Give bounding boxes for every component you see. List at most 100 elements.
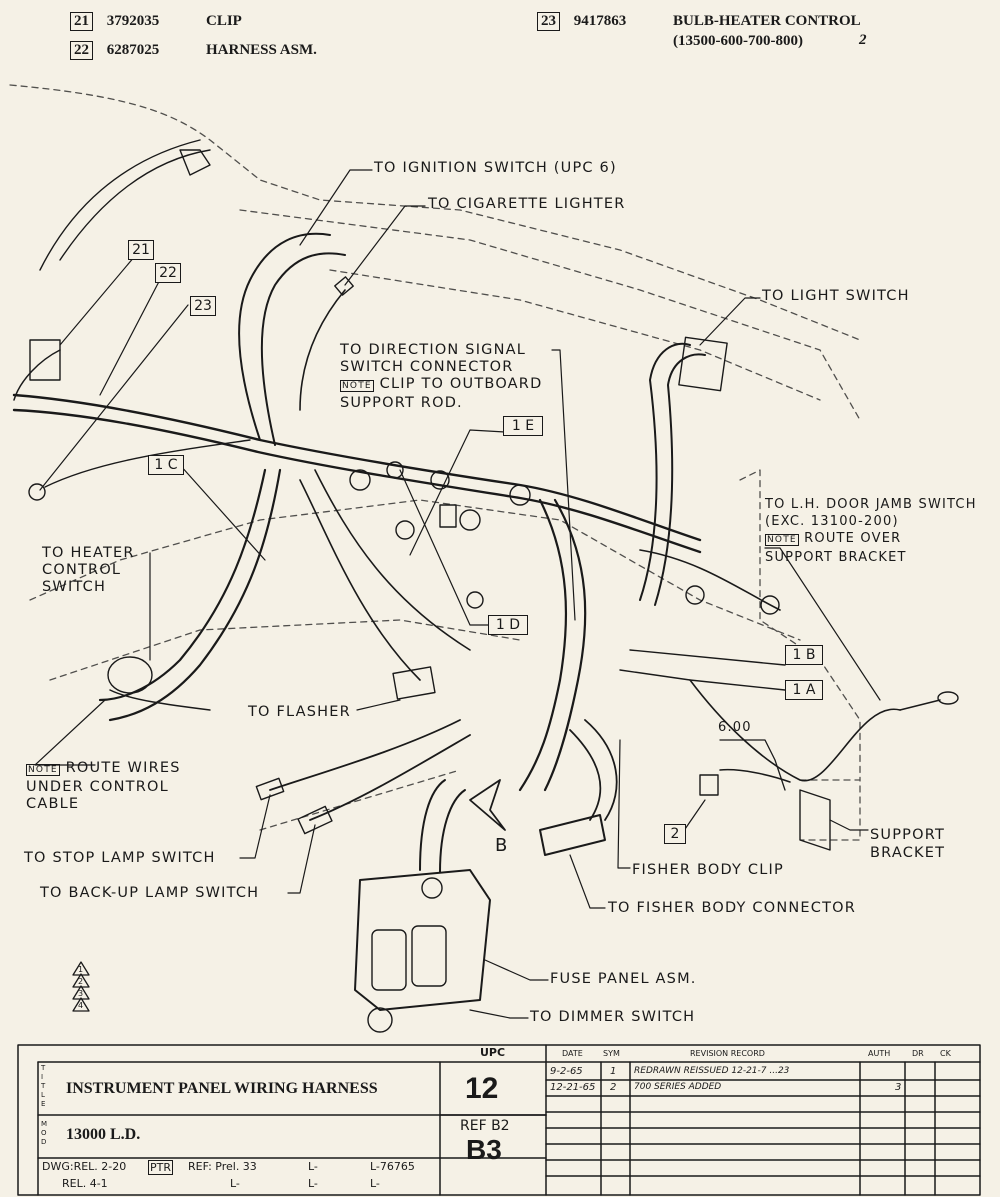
tb-l-1b: L-76765 [370,1160,415,1173]
tb-ref-1: REF: Prel. 33 [188,1160,257,1173]
part-number-box: 22 [70,41,93,60]
callout-1a: 1 A [785,680,823,700]
tb-l-1: L- [308,1160,318,1173]
part-number-box: 23 [537,12,560,31]
rev-row-1-date: 9-2-65 [550,1066,583,1077]
rev-row-2-record: 700 SERIES ADDED [634,1082,722,1092]
tb-model-side: MOD [41,1120,48,1146]
label-line: SWITCH CONNECTOR [340,359,514,375]
label-line: TO HEATER [42,545,135,561]
note-tag: NOTE [340,380,374,392]
label-line: TO L.H. DOOR JAMB SWITCH [765,497,977,512]
rev-row-2-date: 12-21-65 [550,1082,596,1093]
label-line: SUPPORT ROD. [340,395,463,411]
tb-upc: 12 [465,1072,499,1105]
title-block-frame [17,1044,981,1196]
callout-1d: 1 D [488,615,528,635]
rev-triangle-1: 1 [78,965,84,974]
part-rev: 2 [859,32,867,48]
label-route-wires: NOTE ROUTE WIRES UNDER CONTROL CABLE [26,760,181,813]
rev-header-record: REVISION RECORD [690,1049,765,1058]
label-backup-lamp: TO BACK-UP LAMP SWITCH [40,885,260,901]
revision-triangles: 1 2 3 4 [78,964,83,1012]
rev-triangle-2: 2 [78,977,84,986]
label-cigarette-lighter: TO CIGARETTE LIGHTER [428,196,626,212]
label-ignition-switch: TO IGNITION SWITCH (UPC 6) [374,160,617,176]
callout-2: 2 [664,824,686,844]
note-tag: NOTE [26,764,60,776]
rev-header-sym: SYM [603,1049,620,1058]
label-stop-lamp: TO STOP LAMP SWITCH [24,850,216,866]
label-line: BRACKET [870,845,946,861]
tb-title: INSTRUMENT PANEL WIRING HARNESS [66,1080,378,1097]
label-line: CABLE [26,796,80,812]
label-line: NOTE ROUTE OVER [765,530,977,549]
rev-header-date: DATE [562,1049,583,1058]
label-line: CONTROL [42,562,122,578]
part-partno: 9417863 [573,13,627,29]
note-tag: NOTE [765,534,799,546]
label-line: (EXC. 13100-200) [765,514,899,529]
dash-panel-outline [9,84,861,841]
tb-model: 13000 L.D. [66,1126,141,1143]
callout-23: 23 [190,296,216,316]
label-fisher-body-connector: TO FISHER BODY CONNECTOR [608,900,857,916]
rev-header-dr: DR [912,1049,924,1058]
tb-dwg-1b: PTR [148,1160,173,1175]
tb-l-2b: L- [308,1177,318,1190]
label-fuse-panel: FUSE PANEL ASM. [550,971,697,987]
part-note: (13500-600-700-800) [673,33,803,49]
part-name: BULB-HEATER CONTROL [673,13,861,29]
label-line: UNDER CONTROL [26,779,169,795]
label-line: SUPPORT [870,827,945,843]
part-partno: 6287025 [106,42,160,58]
rev-header-ck: CK [940,1049,951,1058]
tb-upc-header: UPC [480,1046,506,1059]
label-text: CLIP TO OUTBOARD [379,376,543,392]
label-light-switch: TO LIGHT SWITCH [762,288,910,304]
part-row-22: 22 6287025 HARNESS ASM. [70,41,317,60]
tb-l-2c: L- [370,1177,380,1190]
rev-row-1-sym: 1 [610,1066,617,1077]
label-view-b: B [495,835,509,856]
label-direction-signal: TO DIRECTION SIGNAL SWITCH CONNECTOR NOT… [340,342,542,412]
rev-header-auth: AUTH [868,1049,891,1058]
callout-1e: 1 E [503,416,543,436]
label-line: NOTE CLIP TO OUTBOARD [340,376,542,395]
callout-1c: 1 C [148,455,184,475]
label-support-bracket: SUPPORT BRACKET [870,826,945,862]
rev-row-1-record: REDRAWN REISSUED 12-21-7 ...23 [634,1066,790,1076]
label-line: TO DIRECTION SIGNAL [340,342,527,358]
tb-dwg-2: REL. 4-1 [62,1177,108,1190]
tb-ref-label: REF B2 [460,1118,510,1134]
label-text: ROUTE OVER [804,531,902,546]
part-name: HARNESS ASM. [206,42,317,58]
leader-lines [34,169,881,1019]
tb-title-side: TITLE [41,1064,46,1108]
part-partno: 3792035 [106,13,160,29]
part-row-23: 23 9417863 BULB-HEATER CONTROL (13500-60… [537,12,867,49]
callout-21: 21 [128,240,154,260]
part-name: CLIP [206,13,242,29]
part-row-21: 21 3792035 CLIP [70,12,242,31]
label-door-jamb: TO L.H. DOOR JAMB SWITCH (EXC. 13100-200… [765,496,977,566]
label-line: SWITCH [42,579,107,595]
part-number-box: 21 [70,12,93,31]
tb-ref: B3 [466,1134,502,1165]
rev-triangle-3: 3 [78,989,84,998]
tb-l-2: L- [230,1177,240,1190]
label-text: ROUTE WIRES [65,760,181,776]
label-dimension-600: 6.00 [718,720,752,735]
label-flasher: TO FLASHER [248,704,351,720]
tb-dwg-1: DWG:REL. 2-20 [42,1160,127,1173]
callout-22: 22 [155,263,181,283]
rev-row-2-auth: 3 [895,1082,902,1093]
callout-1b: 1 B [785,645,823,665]
label-dimmer-switch: TO DIMMER SWITCH [530,1009,696,1025]
label-heater-control: TO HEATER CONTROL SWITCH [42,545,135,596]
label-line: SUPPORT BRACKET [765,550,907,565]
rev-row-2-sym: 2 [610,1082,617,1093]
rev-triangle-4: 4 [78,1001,84,1010]
label-line: NOTE ROUTE WIRES [26,760,181,779]
